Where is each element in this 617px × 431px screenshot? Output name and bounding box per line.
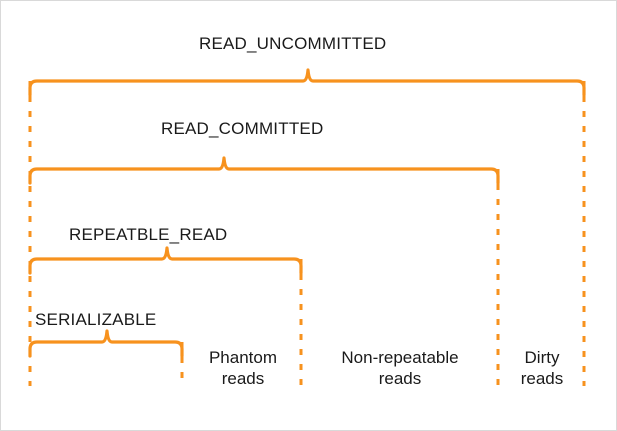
anomaly-line-1: Dirty <box>524 348 560 367</box>
level-label-read-uncommitted: READ_UNCOMMITTED <box>199 34 387 53</box>
anomaly-label-dirty-reads: Dirty reads <box>502 347 582 390</box>
brace-serializable <box>28 329 184 358</box>
anomaly-line-1: Phantom <box>208 348 278 367</box>
anomaly-line-1: Non-repeatable <box>341 348 459 367</box>
anomaly-line-2: reads <box>520 369 564 389</box>
brace-repeatble-read <box>28 246 303 275</box>
anomaly-line-2: reads <box>378 369 422 389</box>
level-label-read-committed: READ_COMMITTED <box>161 119 324 138</box>
brace-read-uncommitted <box>28 68 586 97</box>
anomaly-label-non-repeatable-reads: Non-repeatable reads <box>320 347 480 390</box>
level-label-repeatble-read: REPEATBLE_READ <box>69 225 228 244</box>
brace-read-committed <box>28 156 500 185</box>
anomaly-label-phantom-reads: Phantom reads <box>179 347 307 390</box>
anomaly-line-2: reads <box>221 369 265 389</box>
level-label-serializable: SERIALIZABLE <box>35 310 157 329</box>
